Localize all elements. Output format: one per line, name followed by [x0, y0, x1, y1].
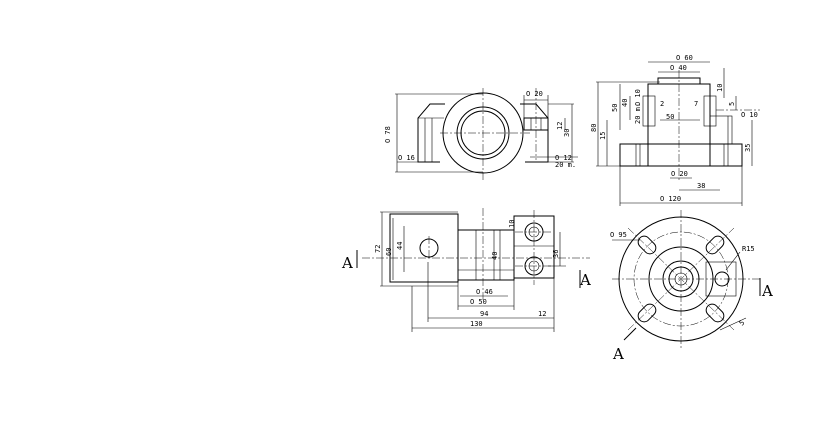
dim-h130: 130 — [470, 320, 483, 328]
note-20m-side: 20 m. — [634, 103, 642, 124]
front-view: O 78 O 16 O 20 12 30 O 12 20 m. — [384, 88, 578, 180]
dim-d10a: O 10 — [634, 89, 642, 106]
dim-d10b: O 10 — [741, 111, 758, 119]
tiny-7: 7 — [694, 100, 698, 108]
section-mark-right-b: A — [761, 282, 773, 300]
dim-h50: 50 — [666, 113, 674, 121]
dim-v10: 10 — [508, 220, 516, 228]
dim-d95: O 95 — [610, 231, 627, 239]
dim-v60: 60 — [385, 248, 393, 256]
dim-d20-side: O 20 — [671, 170, 688, 178]
top-view: 72 60 44 40 10 36 O 46 O 50 94 130 12 A … — [341, 208, 591, 332]
section-mark-bottom: A — [612, 345, 624, 363]
dim-h12: 12 — [538, 310, 546, 318]
dim-h38: 38 — [697, 182, 705, 190]
dim-d50: O 50 — [470, 298, 487, 306]
dim-d46: O 46 — [476, 288, 493, 296]
dim-d16: O 16 — [398, 154, 415, 162]
section-mark-right: A — [579, 271, 591, 289]
bottom-view: O 95 R15 5 A A — [610, 210, 773, 363]
dim-v72: 72 — [374, 245, 382, 253]
slot-tl — [637, 235, 657, 255]
slot-br — [705, 303, 725, 323]
dim-v15: 15 — [599, 132, 607, 140]
dim-h94: 94 — [480, 310, 488, 318]
dim-v40: 40 — [491, 252, 499, 260]
dim-v12: 12 — [556, 122, 564, 130]
dim-v36: 36 — [552, 250, 560, 258]
slot-bl — [637, 303, 657, 323]
dim-d78: O 78 — [384, 126, 392, 143]
dim-d120: O 120 — [660, 195, 681, 203]
dim-v30: 30 — [563, 129, 571, 137]
dim-v50: 50 — [611, 104, 619, 112]
dim-d60: O 60 — [676, 54, 693, 62]
tiny-2: 2 — [660, 100, 664, 108]
body-rect — [647, 83, 711, 167]
dim-v40: 40 — [621, 99, 629, 107]
dim-d40: O 40 — [670, 64, 687, 72]
dim-v44: 44 — [396, 242, 404, 250]
dim-v35: 35 — [744, 144, 752, 152]
dim-d20: O 20 — [526, 90, 543, 98]
dim-d12: O 12 — [555, 154, 572, 162]
dim-v10: 10 — [716, 84, 724, 92]
dim-v5: 5 — [728, 102, 736, 106]
dim-v5: 5 — [738, 319, 747, 328]
dim-v80: 80 — [590, 124, 598, 132]
dim-r15: R15 — [742, 245, 755, 253]
section-mark-left: A — [341, 254, 353, 272]
slot-tr — [705, 235, 725, 255]
note-20m: 20 m. — [555, 161, 576, 169]
side-view: O 60 O 40 80 50 40 15 O 10 20 m. 2 7 50 … — [590, 54, 760, 206]
